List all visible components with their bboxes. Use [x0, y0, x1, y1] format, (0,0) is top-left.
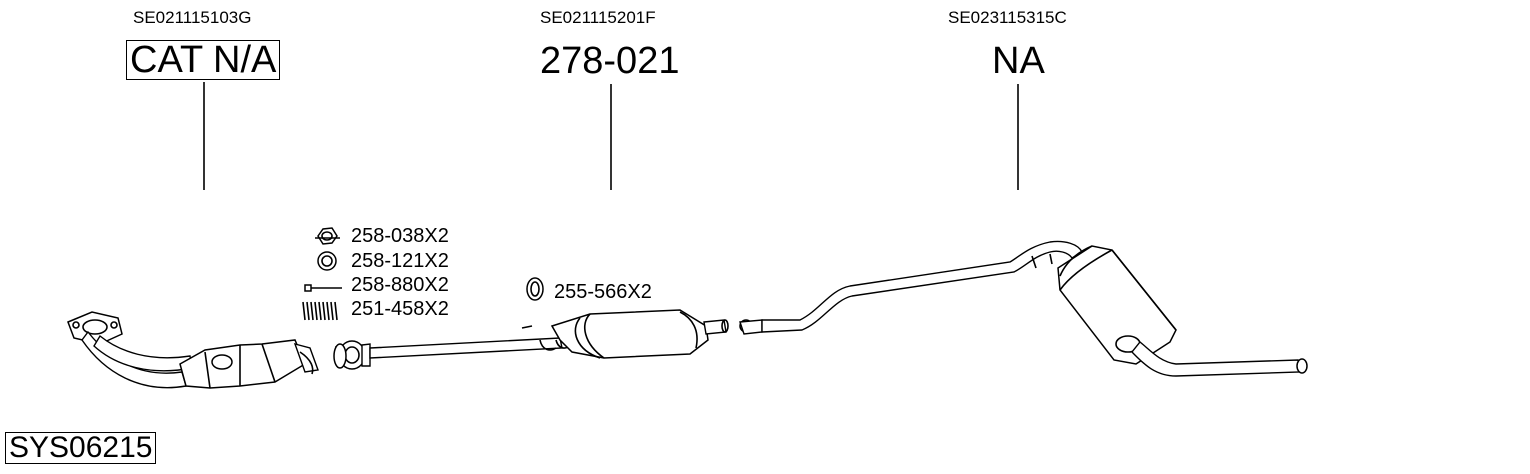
hardware-code-label[interactable]: 258-880X2 — [351, 274, 449, 296]
rear-pipe-silencer — [739, 240, 1308, 377]
part-code-label[interactable]: 278-021 — [540, 40, 680, 82]
part-oe-number: SE021115103G — [133, 8, 252, 27]
part-code-label[interactable]: CAT N/A — [126, 40, 281, 80]
middle-pipe-silencer — [333, 309, 729, 370]
hardware-code-label[interactable]: 258-038X2 — [351, 225, 449, 247]
hardware-code-label[interactable]: 255-566X2 — [554, 281, 652, 303]
part-oe-number: SE023115315C — [948, 8, 1067, 27]
bolt-icon — [304, 284, 342, 292]
ring-gasket-icon — [317, 251, 337, 271]
system-id-label: SYS06215 — [5, 432, 157, 464]
nut-icon — [315, 227, 340, 245]
spring-icon — [302, 301, 338, 321]
hardware-code-label[interactable]: 251-458X2 — [351, 298, 449, 320]
part-oe-number: SE021115201F — [540, 8, 656, 27]
part-code-label[interactable]: NA — [992, 40, 1045, 82]
front-pipe-catalyst — [67, 311, 319, 389]
hardware-code-label[interactable]: 258-121X2 — [351, 250, 449, 272]
clamp-ring-icon — [526, 277, 544, 301]
